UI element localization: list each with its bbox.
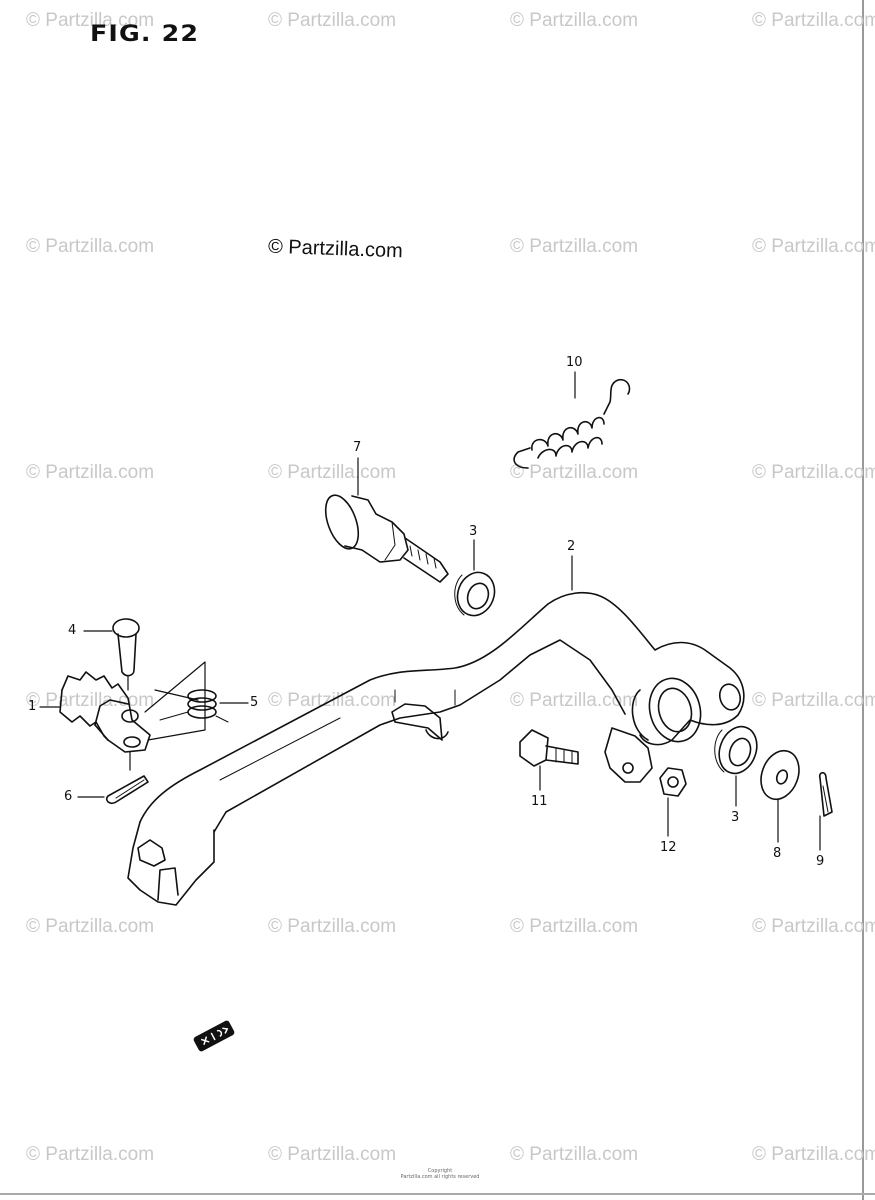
- watermark: © Partzilla.com: [752, 1144, 875, 1165]
- watermark: © Partzilla.com: [510, 690, 639, 711]
- washer: [760, 749, 800, 801]
- callout-3: 3: [731, 810, 740, 825]
- watermark: © Partzilla.com: [752, 10, 875, 31]
- callout-9: 9: [816, 854, 825, 869]
- callout-6: 6: [64, 789, 73, 804]
- watermark: © Partzilla.com: [510, 236, 639, 257]
- watermark: © Partzilla.com: [510, 916, 639, 937]
- callout-3: 3: [469, 524, 478, 539]
- brake-pedal-arm: [127, 591, 745, 906]
- cotter-pin: [818, 771, 833, 817]
- watermark: © Partzilla.com: [26, 916, 155, 937]
- watermark: © Partzilla.com: [752, 690, 875, 711]
- oil-seal: [714, 725, 758, 775]
- watermark: © Partzilla.com: [752, 462, 875, 483]
- return-spring: [513, 378, 631, 469]
- callout-4: 4: [68, 623, 77, 638]
- watermark: © Partzilla.com: [510, 10, 639, 31]
- figure-title: FIG. 22: [90, 22, 200, 47]
- watermark: © Partzilla.com: [752, 916, 875, 937]
- watermark: © Partzilla.com: [268, 10, 397, 31]
- watermark: © Partzilla.com: [26, 236, 155, 257]
- footer-rule: [0, 1193, 875, 1195]
- callout-7: 7: [353, 440, 362, 455]
- page-edge: [862, 0, 864, 1200]
- watermark: © Partzilla.com: [26, 10, 155, 31]
- callout-5: 5: [250, 695, 259, 710]
- copyright-fine-print: Partzilla.com all rights reserved: [400, 1174, 480, 1180]
- footrest: [59, 671, 151, 753]
- watermark: © Partzilla.com: [26, 690, 155, 711]
- callout-10: 10: [566, 355, 583, 370]
- leader-lines: [39, 371, 821, 851]
- clevis-pin: [112, 618, 140, 677]
- pivot-shaft: [324, 494, 449, 583]
- callout-1: 1: [28, 699, 37, 714]
- watermark: © Partzilla.com: [510, 1144, 639, 1165]
- watermark: © Partzilla.com: [268, 916, 397, 937]
- stamp-mark: [193, 1020, 235, 1052]
- copyright-label: Copyright: [427, 1168, 453, 1174]
- watermark: © Partzilla.com: [752, 236, 875, 257]
- callout-12: 12: [660, 840, 677, 855]
- footrest-cotter-pin: [105, 775, 149, 805]
- assembly-lines: [127, 661, 206, 771]
- watermark: © Partzilla.com: [268, 462, 397, 483]
- bolt: [519, 729, 579, 767]
- watermark: © Partzilla.com: [26, 1144, 155, 1165]
- callout-8: 8: [773, 846, 782, 861]
- watermark: © Partzilla.com: [268, 1144, 397, 1165]
- callout-2: 2: [567, 539, 576, 554]
- oil-seal: [454, 571, 496, 617]
- callout-11: 11: [531, 794, 548, 809]
- watermark: © Partzilla.com: [26, 462, 155, 483]
- nut: [659, 767, 687, 797]
- footrest-spring: [159, 689, 229, 723]
- copyright-note: Copyright Partzilla.com all rights reser…: [380, 1168, 500, 1180]
- watermark: © Partzilla.com: [510, 462, 639, 483]
